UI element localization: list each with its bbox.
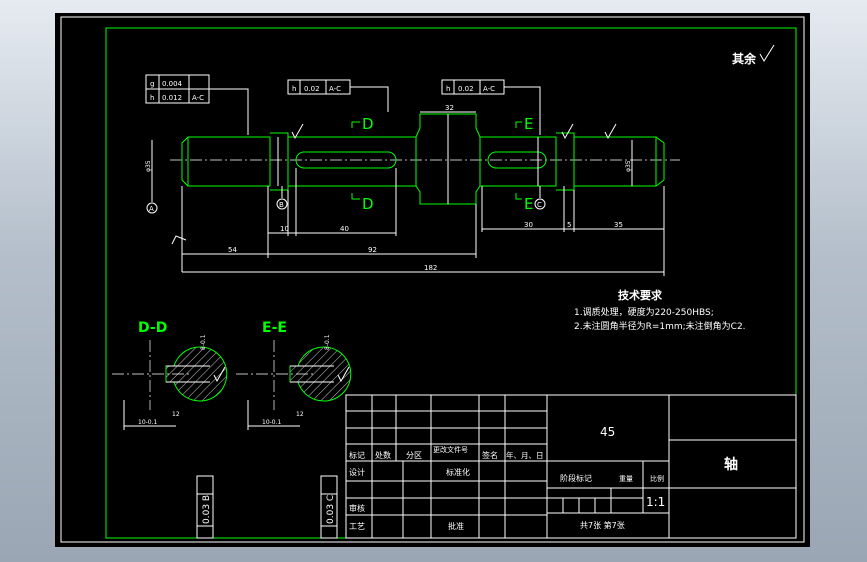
left-chamfer <box>181 136 189 187</box>
svg-text:10: 10 <box>280 225 289 233</box>
datum-b-circle <box>276 198 288 210</box>
surface-finish-note: 其余 <box>732 51 757 66</box>
svg-text:10-0.1: 10-0.1 <box>138 419 158 426</box>
roughness-icon <box>337 366 350 383</box>
svg-text:标记: 标记 <box>349 450 365 460</box>
svg-text:设计: 设计 <box>349 467 365 477</box>
left-shoulder <box>270 132 289 191</box>
svg-text:32: 32 <box>445 104 454 112</box>
svg-text:0.03 B: 0.03 B <box>202 495 212 524</box>
tech-req-item-2: 2.未注圆角半径为R=1mm;未注倒角为C2. <box>574 320 746 332</box>
svg-text:φ35: φ35 <box>625 160 632 172</box>
section-view-ee: 10-0.1 12 8-0.1 <box>236 334 352 430</box>
svg-text:A-C: A-C <box>329 85 341 93</box>
svg-text:批准: 批准 <box>448 521 464 531</box>
datum-c-circle <box>534 198 546 210</box>
keyway-segment-right <box>480 136 557 187</box>
svg-text:h: h <box>446 85 450 93</box>
keyway-segment <box>288 136 417 187</box>
svg-text:A: A <box>149 205 154 213</box>
tech-req-title: 技术要求 <box>618 288 663 302</box>
svg-text:工艺: 工艺 <box>349 522 365 531</box>
tolerance-frame-3: h 0.02 A-C <box>441 79 541 135</box>
roughness-symbol-icon <box>759 44 775 62</box>
drawing-sheet <box>55 13 810 547</box>
svg-text:40: 40 <box>340 225 349 233</box>
material-text: 45 <box>600 425 615 439</box>
roughness-icon <box>291 123 304 140</box>
part-name: 轴 <box>724 456 738 473</box>
svg-text:A-C: A-C <box>192 94 204 102</box>
svg-text:更改文件号: 更改文件号 <box>433 445 468 454</box>
svg-text:B: B <box>279 201 284 209</box>
svg-text:年、月、日: 年、月、日 <box>506 450 544 460</box>
section-view-dd: 10-0.1 12 8-0.1 <box>112 334 228 430</box>
svg-text:0.03 C: 0.03 C <box>326 495 336 524</box>
svg-text:处数: 处数 <box>375 450 391 460</box>
svg-text:重量: 重量 <box>619 475 633 483</box>
svg-text:0.004: 0.004 <box>162 80 183 88</box>
svg-text:标准化: 标准化 <box>446 467 470 477</box>
side-tolerance-c: 0.03 C <box>320 475 338 539</box>
svg-text:h: h <box>150 94 154 102</box>
datum-a-circle <box>146 202 158 214</box>
svg-text:92: 92 <box>368 246 377 254</box>
svg-text:54: 54 <box>228 246 237 254</box>
section-label-e-top: E <box>524 115 533 133</box>
svg-text:A-C: A-C <box>483 85 495 93</box>
roughness-icon <box>604 123 617 140</box>
side-tolerance-b: 0.03 B <box>196 475 214 539</box>
outer-border <box>60 16 805 543</box>
svg-text:比例: 比例 <box>650 474 664 483</box>
section-label-d-bottom: D <box>362 195 374 213</box>
svg-text:8-0.1: 8-0.1 <box>200 334 207 350</box>
svg-text:8-0.1: 8-0.1 <box>324 334 331 350</box>
svg-text:182: 182 <box>424 264 437 272</box>
section-label-d-top: D <box>362 115 374 133</box>
svg-text:φ35: φ35 <box>145 160 152 172</box>
sheet-info: 共7张 第7张 <box>580 520 625 530</box>
roughness-marks <box>171 123 617 245</box>
title-block: 标记 处数 分区 更改文件号 签名 年、月、日 设计 标准化 审核 工艺 批准 … <box>345 394 797 539</box>
svg-text:0.02: 0.02 <box>304 85 320 93</box>
tolerance-frame-2: h 0.02 A-C <box>287 79 389 112</box>
scale-text: 1:1 <box>646 495 665 509</box>
svg-text:阶段标记: 阶段标记 <box>560 473 592 483</box>
svg-text:35: 35 <box>614 221 623 229</box>
roughness-icon <box>561 123 574 140</box>
svg-text:30: 30 <box>524 221 533 229</box>
keyway-e <box>487 151 547 169</box>
dimensions: 54 10 40 92 182 30 5 35 32 φ35 φ35 <box>145 104 665 276</box>
tolerance-frame-1: g h 0.004 0.012 A-C <box>145 74 249 135</box>
svg-text:5: 5 <box>567 221 571 229</box>
svg-text:g: g <box>150 80 154 88</box>
svg-text:12: 12 <box>172 411 180 418</box>
shaft-main-view <box>170 113 680 205</box>
tech-req-item-1: 1.调质处理，硬度为220-250HBS; <box>574 306 714 318</box>
right-journal <box>574 136 665 187</box>
roughness-icon <box>213 366 226 383</box>
datum-markers: A B C <box>146 186 546 214</box>
svg-text:10-0.1: 10-0.1 <box>262 419 282 426</box>
section-label-e-bottom: E <box>524 195 533 213</box>
center-collar <box>415 113 481 205</box>
section-marks <box>351 121 522 200</box>
svg-text:12: 12 <box>296 411 304 418</box>
right-shoulder <box>556 132 575 191</box>
svg-text:C: C <box>537 201 542 209</box>
section-title-dd: D-D <box>138 320 167 336</box>
svg-text:h: h <box>292 85 296 93</box>
svg-text:分区: 分区 <box>406 451 422 460</box>
svg-text:签名: 签名 <box>482 450 498 460</box>
svg-text:0.012: 0.012 <box>162 94 182 102</box>
keyway-d <box>295 151 397 169</box>
svg-text:审核: 审核 <box>349 503 365 513</box>
roughness-icon <box>171 235 187 245</box>
section-title-ee: E-E <box>262 320 287 336</box>
svg-text:0.02: 0.02 <box>458 85 474 93</box>
